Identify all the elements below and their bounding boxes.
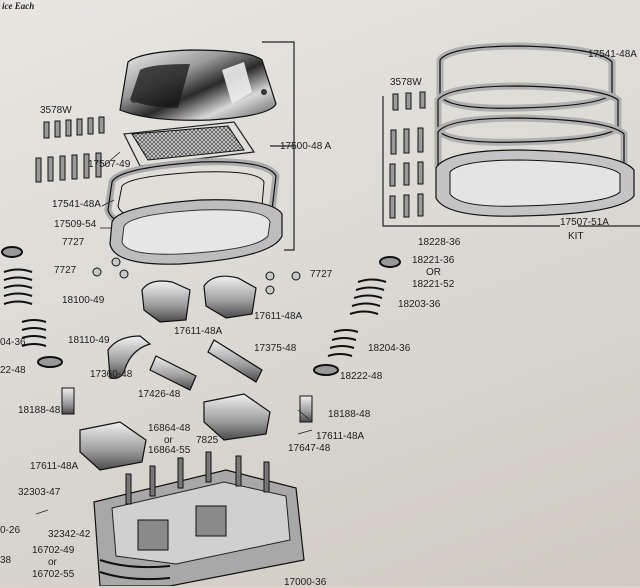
part-label: or [164, 435, 173, 446]
part-label: 17509-54 [54, 219, 97, 230]
part-label: 18203-36 [398, 299, 441, 310]
part-label: 17360-48 [90, 369, 133, 380]
part-label: 18222-48 [340, 371, 383, 382]
part-label: 17507-51A [560, 217, 609, 228]
part-label: 18188-48 [328, 409, 371, 420]
part-label: 16864-55 [148, 445, 191, 456]
part-label: 17611-48A [174, 326, 223, 337]
leader-lines [35, 151, 313, 515]
cylinder-head [93, 451, 305, 586]
part-label: 32342-42 [48, 529, 91, 540]
part-label: 17647-48 [288, 443, 331, 454]
part-label: 38 [0, 555, 12, 566]
part-label: 16702-55 [32, 569, 75, 580]
part-label: or [48, 557, 57, 568]
rocker-housing-right-stack [434, 42, 635, 217]
part-label: 04-36 [0, 337, 26, 348]
part-label: 7727 [62, 237, 85, 248]
part-label: 7727 [54, 265, 77, 276]
part-label: 3578W [390, 77, 422, 88]
part-label: OR [426, 267, 441, 278]
part-label: 17000-36 [284, 577, 327, 588]
part-label: 32303-47 [18, 487, 61, 498]
springs-right [313, 256, 401, 376]
springs-left [1, 246, 63, 368]
nuts [92, 257, 301, 295]
part-label: 17426-48 [138, 389, 181, 400]
part-label: 18221-36 [412, 255, 455, 266]
tappet-adjusters [61, 387, 313, 423]
part-label: 17507-49 [88, 159, 131, 170]
part-label: 18110-49 [68, 335, 110, 346]
part-label: 0-26 [0, 525, 21, 536]
part-label: 17611-48A [254, 311, 303, 322]
bolt-set-right [389, 91, 426, 219]
part-label: 17611-48A [30, 461, 79, 472]
part-label: 17611-48A [316, 431, 365, 442]
part-label: 17541-48A [588, 49, 637, 60]
part-label: 7727 [310, 269, 333, 280]
part-label: 18221-52 [412, 279, 455, 290]
rocker-cover [119, 49, 277, 121]
part-label: 7825 [196, 435, 219, 446]
rocker-arm-supports [141, 275, 257, 323]
bracket-left-assembly [262, 41, 295, 251]
bolt-set-left [35, 116, 105, 183]
breather-screen [123, 121, 256, 167]
part-label: 17541-48A [52, 199, 101, 210]
part-label: 16702-49 [32, 545, 75, 556]
part-label: KIT [568, 231, 584, 242]
rocker-housing-left [109, 199, 283, 265]
part-label: 17500-48 A [280, 141, 332, 152]
part-label: 18188-48 [18, 405, 61, 416]
part-label: 16864-48 [148, 423, 191, 434]
part-label: 18100-49 [62, 295, 105, 306]
rocker-blocks [79, 393, 271, 471]
part-label: 3578W [40, 105, 72, 116]
rocker-arms [107, 335, 263, 391]
part-label: 18228-36 [418, 237, 461, 248]
part-label: 22-48 [0, 365, 26, 376]
part-label: 17375-48 [254, 343, 297, 354]
part-label: 18204-36 [368, 343, 411, 354]
page-header: ice Each [2, 1, 35, 11]
bracket-right-assembly [382, 96, 640, 227]
